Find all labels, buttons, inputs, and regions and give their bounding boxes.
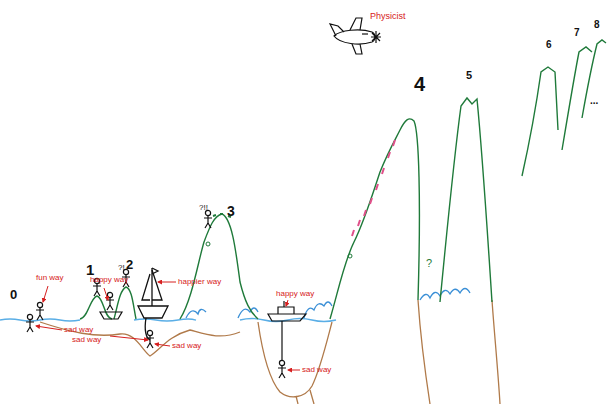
exclamation: ?!! (199, 204, 208, 212)
boat-hull (100, 312, 122, 319)
sea-water (0, 289, 470, 322)
level-number: 5 (466, 70, 472, 81)
wave-splash (304, 302, 332, 318)
tree (206, 242, 210, 246)
route-note: sad way (64, 326, 93, 334)
continuation: ... (590, 96, 598, 106)
dot-trail (352, 140, 395, 236)
wave-splash (420, 289, 470, 301)
sailboat (138, 268, 168, 340)
route-note: happy way (276, 290, 314, 298)
leader-line (104, 288, 108, 300)
diver-line (281, 321, 282, 360)
leader-line (43, 286, 48, 302)
route-note: sad way (172, 342, 201, 350)
plane-wing (350, 18, 362, 54)
mountain-5 (440, 98, 492, 302)
hill-2 (114, 287, 136, 319)
mountain-8 (582, 40, 606, 118)
plane-body (334, 30, 375, 44)
plane-label: Physicist (370, 12, 406, 21)
level-number: 2 (126, 258, 133, 271)
level-number: 0 (10, 288, 17, 301)
ship (268, 301, 306, 360)
climber-dots (206, 140, 395, 258)
leader-line (158, 282, 176, 283)
exclamation: ?! (118, 264, 125, 272)
boat-flag (152, 268, 158, 274)
level-number: 4 (414, 74, 425, 94)
boat-hull (138, 306, 168, 318)
mountain-4 (330, 119, 419, 319)
floor-line (40, 322, 240, 356)
stick-figure (106, 292, 114, 310)
ship-cabin (278, 301, 294, 314)
stick-figures (26, 210, 286, 378)
leader-line (36, 326, 62, 330)
route-note: happier way (178, 278, 221, 286)
rope (145, 318, 150, 340)
floor-line (258, 322, 332, 397)
sea-floor (40, 300, 500, 404)
leader-line (286, 300, 288, 306)
level-number: 6 (546, 40, 552, 50)
stick-figure (204, 210, 212, 228)
wave-splash (186, 309, 206, 318)
level-number: 7 (574, 28, 580, 38)
propeller (371, 31, 381, 43)
small-boat (100, 312, 122, 319)
mountain-outline (80, 40, 606, 319)
leader-line (155, 344, 170, 346)
route-note: sad way (72, 336, 101, 344)
mountain-6 (522, 67, 558, 176)
route-note: happy way (90, 276, 128, 284)
stick-figure (36, 302, 44, 320)
leader-arrows (36, 282, 300, 370)
boat-sail (142, 270, 162, 300)
plane-window (362, 33, 368, 34)
sea-line (134, 319, 196, 321)
route-note: fun way (36, 274, 64, 282)
level-number: 8 (594, 20, 600, 30)
airplane (330, 18, 381, 54)
stick-figure (278, 360, 286, 378)
level-number: 3 (227, 204, 235, 218)
ship-hull (268, 314, 306, 321)
plane-tail (330, 24, 344, 36)
floor-line (296, 390, 314, 404)
route-note: sad way (302, 366, 331, 374)
sea-line (0, 319, 80, 321)
tree (348, 254, 352, 258)
mountain-7 (562, 47, 592, 150)
level-number: 1 (86, 262, 94, 277)
floor-line (418, 300, 430, 404)
mountain-3 (180, 214, 258, 319)
question-mark: ? (426, 258, 432, 269)
leader-line (288, 370, 300, 371)
floor-line (492, 300, 500, 404)
leader-line (110, 336, 148, 340)
stick-figure (146, 330, 154, 348)
stick-figure (26, 314, 34, 332)
